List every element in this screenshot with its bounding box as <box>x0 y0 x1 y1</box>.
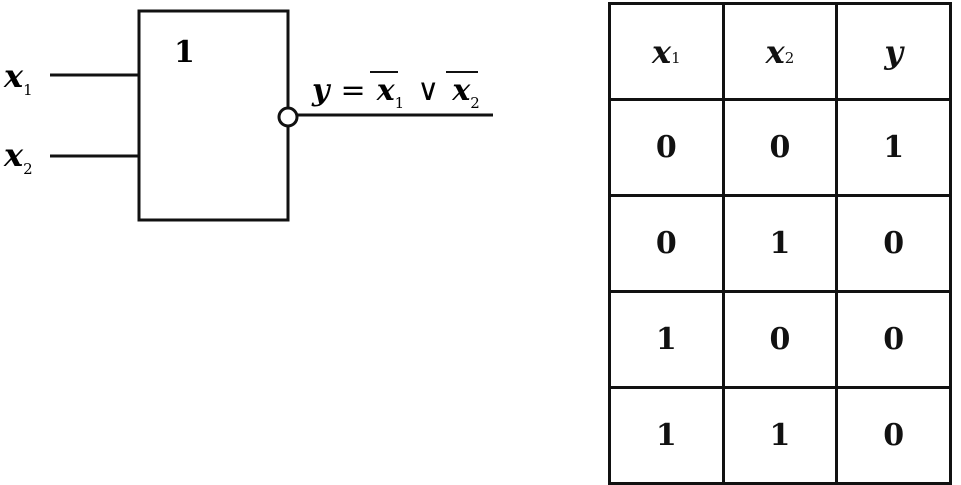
table-cell: 0 <box>608 98 725 197</box>
truth-table: x1 x2 y 0 0 1 0 1 0 1 0 0 1 1 0 <box>608 2 952 485</box>
table-cell: 0 <box>835 386 952 485</box>
table-cell: 0 <box>835 290 952 389</box>
gate-body <box>137 9 290 222</box>
table-row: 1 1 0 <box>608 386 952 485</box>
table-row: 1 0 0 <box>608 290 952 389</box>
header-x1: x1 <box>608 2 725 101</box>
header-y: y <box>835 2 952 101</box>
table-cell: 0 <box>608 194 725 293</box>
table-cell: 0 <box>721 290 839 389</box>
truth-table-header-row: x1 x2 y <box>608 2 952 101</box>
gate-function-label: 1 <box>174 35 195 70</box>
table-cell: 0 <box>835 194 952 293</box>
table-cell: 1 <box>721 194 839 293</box>
table-cell: 1 <box>721 386 839 485</box>
table-cell: 1 <box>608 386 725 485</box>
input-label-x2: x2 <box>3 136 33 178</box>
table-row: 0 1 0 <box>608 194 952 293</box>
table-row: 0 0 1 <box>608 98 952 197</box>
header-x2: x2 <box>721 2 839 101</box>
logic-gate-diagram: 1 x1 x2 y = x1 ∨ x2 <box>3 9 493 222</box>
table-cell: 1 <box>835 98 952 197</box>
inversion-bubble <box>277 106 299 128</box>
input-label-x1: x1 <box>3 57 33 99</box>
table-cell: 0 <box>721 98 839 197</box>
output-equation: y = x1 ∨ x2 <box>311 73 480 112</box>
table-cell: 1 <box>608 290 725 389</box>
